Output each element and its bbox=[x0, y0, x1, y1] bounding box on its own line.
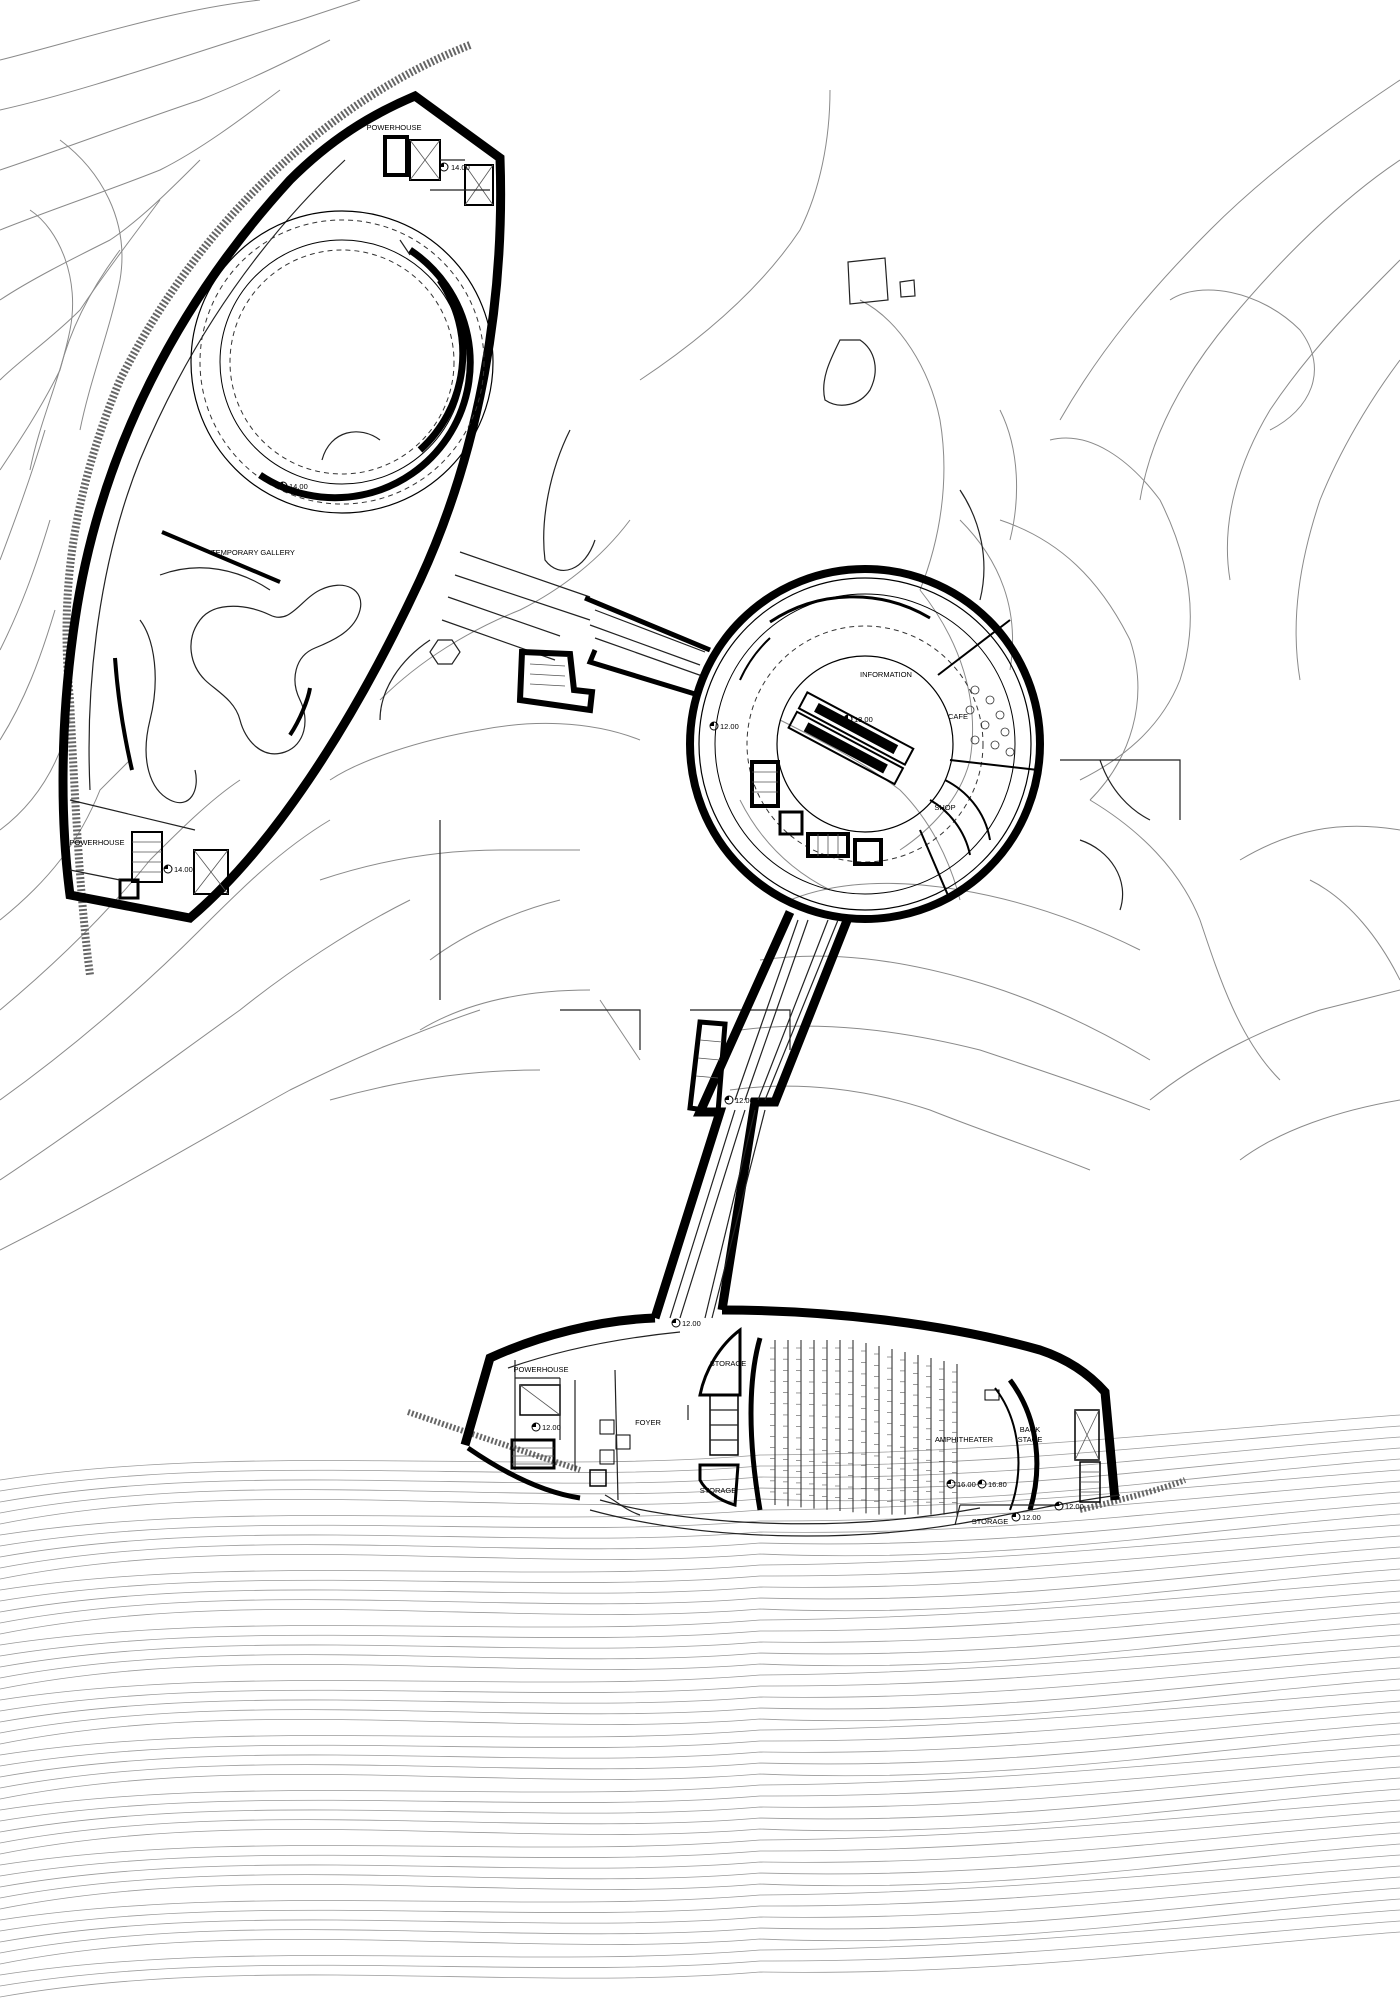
left-retaining-berm bbox=[62, 41, 1187, 1513]
level-marker-storage: 12.00 bbox=[1011, 1512, 1041, 1522]
contour-line bbox=[0, 1667, 1400, 1734]
label-temporary-gallery: TEMPORARY GALLERY bbox=[211, 548, 295, 557]
level-marker-entry: 12.00 bbox=[671, 1318, 701, 1328]
contour-line bbox=[0, 1579, 1400, 1646]
label-shop: SHOP bbox=[934, 803, 955, 812]
level-entry: 12.00 bbox=[682, 1319, 701, 1328]
label-foyer: FOYER bbox=[635, 1418, 661, 1427]
terrain-contours-lower bbox=[0, 1414, 1400, 1998]
contour-line bbox=[0, 1535, 1400, 1602]
contour-line bbox=[0, 1612, 1400, 1679]
contour-line bbox=[0, 1524, 1400, 1591]
contour-line bbox=[0, 1865, 1400, 1932]
level-marker-gallery-circle: 14.00 bbox=[278, 481, 308, 491]
contour-line bbox=[0, 1788, 1400, 1855]
contour-line bbox=[0, 1502, 1400, 1569]
contour-line bbox=[0, 1799, 1400, 1866]
contour-line bbox=[0, 1744, 1400, 1811]
contour-line bbox=[0, 1491, 1400, 1558]
contour-line bbox=[0, 1447, 1400, 1514]
amphitheater-building bbox=[460, 1305, 1121, 1537]
contour-line bbox=[0, 1843, 1400, 1910]
contour-line bbox=[0, 1931, 1400, 1998]
contour-line bbox=[0, 1414, 1400, 1481]
label-stage: STAGE bbox=[1018, 1435, 1043, 1444]
lower-bridge bbox=[650, 910, 853, 1320]
level-marker-gallery-top: 14.00 bbox=[439, 162, 470, 172]
level-storage: 12.00 bbox=[1022, 1513, 1041, 1522]
level-seat-b: 16.80 bbox=[988, 1480, 1007, 1489]
label-back: BACK bbox=[1020, 1425, 1040, 1434]
contour-line bbox=[0, 1854, 1400, 1921]
level-powerhouse: 12.00 bbox=[542, 1423, 561, 1432]
contour-line bbox=[0, 1425, 1400, 1492]
level-marker-bridge: 12.00 bbox=[724, 1095, 754, 1105]
level-marker-gallery-bottom: 14.00 bbox=[163, 864, 193, 874]
contour-line bbox=[0, 1766, 1400, 1833]
level-gallery-circle: 14.00 bbox=[289, 482, 308, 491]
level-marker-right: 12.00 bbox=[1054, 1501, 1084, 1511]
contour-line bbox=[0, 1546, 1400, 1613]
level-markers: 14.00 14.00 14.00 12.00 18.00 12.00 bbox=[163, 162, 1084, 1522]
contour-line bbox=[0, 1898, 1400, 1965]
contour-line bbox=[0, 1568, 1400, 1635]
contour-line bbox=[0, 1821, 1400, 1888]
label-powerhouse-left: POWERHOUSE bbox=[69, 838, 124, 847]
level-marker-circle-left: 12.00 bbox=[709, 721, 739, 731]
contour-line bbox=[0, 1722, 1400, 1789]
contour-line bbox=[0, 1810, 1400, 1877]
level-bridge: 12.00 bbox=[735, 1096, 754, 1105]
contour-line bbox=[0, 1876, 1400, 1943]
contour-line bbox=[0, 1755, 1400, 1822]
level-seat-a: 16.00 bbox=[957, 1480, 976, 1489]
central-circular-hall bbox=[686, 565, 1044, 923]
contour-line bbox=[0, 1436, 1400, 1503]
label-powerhouse-bottom: POWERHOUSE bbox=[513, 1365, 568, 1374]
contour-line bbox=[0, 1634, 1400, 1701]
contour-line bbox=[0, 1777, 1400, 1844]
level-circle-left: 12.00 bbox=[720, 722, 739, 731]
contour-line bbox=[0, 1909, 1400, 1976]
contour-line bbox=[0, 1920, 1400, 1987]
level-marker-powerhouse: 12.00 bbox=[531, 1422, 561, 1432]
level-gallery-top: 14.00 bbox=[451, 163, 470, 172]
contour-line bbox=[0, 1623, 1400, 1690]
level-marker-seat-a: 16.00 bbox=[946, 1479, 976, 1489]
label-storage-2: STORAGE bbox=[700, 1486, 737, 1495]
terrain-contours bbox=[0, 0, 1400, 1251]
level-marker-circle-center: 18.00 bbox=[843, 714, 873, 724]
contour-line bbox=[0, 1689, 1400, 1756]
level-circle-center: 18.00 bbox=[854, 715, 873, 724]
contour-line bbox=[0, 1711, 1400, 1778]
contour-line bbox=[0, 1480, 1400, 1547]
label-amphitheater: AMPHITHEATER bbox=[935, 1435, 994, 1444]
contour-line bbox=[0, 1645, 1400, 1712]
contour-line bbox=[0, 1601, 1400, 1668]
contour-line bbox=[0, 1832, 1400, 1899]
contour-line bbox=[0, 1590, 1400, 1657]
contour-line bbox=[0, 1656, 1400, 1723]
label-cafe: CAFE bbox=[948, 712, 968, 721]
upper-link-corridor bbox=[429, 551, 711, 714]
contour-line bbox=[0, 1678, 1400, 1745]
contour-line bbox=[0, 1557, 1400, 1624]
label-storage-1: STORAGE bbox=[710, 1359, 747, 1368]
temporary-gallery-building bbox=[58, 90, 506, 923]
label-storage-3: STORAGE bbox=[972, 1517, 1009, 1526]
contour-line bbox=[0, 1887, 1400, 1954]
contour-line bbox=[0, 1733, 1400, 1800]
label-information: INFORMATION bbox=[860, 670, 912, 679]
contour-line bbox=[0, 1700, 1400, 1767]
level-marker-seat-b: 16.80 bbox=[977, 1479, 1007, 1489]
level-right: 12.00 bbox=[1065, 1502, 1084, 1511]
room-labels: POWERHOUSE TEMPORARY GALLERY POWERHOUSE … bbox=[69, 123, 1042, 1526]
level-gallery-bottom: 14.00 bbox=[174, 865, 193, 874]
label-powerhouse-top: POWERHOUSE bbox=[366, 123, 421, 132]
contour-line bbox=[0, 1513, 1400, 1580]
